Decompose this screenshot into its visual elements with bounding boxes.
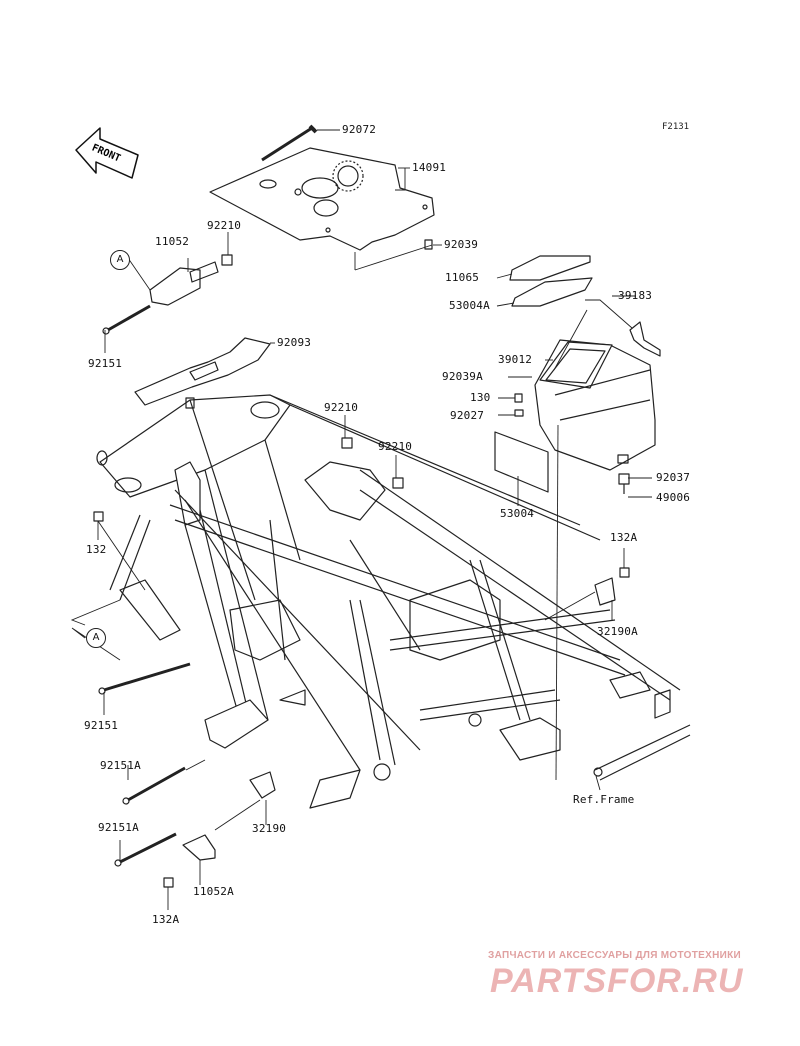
- label-132A-bottom: 132A: [152, 913, 180, 926]
- label-11052: 11052: [155, 235, 190, 248]
- watermark-logo: PARTSFOR.RU: [490, 962, 744, 1000]
- leader-lines: [70, 129, 652, 910]
- battery-box-39012: [534, 339, 656, 471]
- label-92027: 92027: [450, 409, 485, 422]
- label-92151A-b: 92151A: [98, 821, 139, 834]
- label-11052A: 11052A: [193, 885, 234, 898]
- clip-39183: [629, 321, 661, 357]
- label-32190A: 32190A: [597, 625, 638, 638]
- nut-132A-bottom: [163, 877, 174, 888]
- nut-130: [514, 393, 523, 403]
- bolt-92072: [261, 124, 318, 162]
- bracket-11052A: [182, 834, 216, 861]
- bracket-32190A: [594, 567, 630, 606]
- nut-132: [93, 511, 104, 522]
- bolt-92151-mid: [98, 662, 191, 695]
- pad-53004A: [511, 277, 593, 307]
- pad-11065: [509, 255, 591, 281]
- front-arrow-icon: [75, 127, 139, 179]
- plate-32190: [249, 771, 276, 799]
- nut-92210-b: [341, 437, 353, 449]
- washer-92027: [514, 409, 524, 417]
- label-14091: 14091: [412, 161, 447, 174]
- label-92210-a: 92210: [207, 219, 242, 232]
- pad-53004: [494, 431, 549, 493]
- label-49006: 49006: [656, 491, 691, 504]
- label-11065: 11065: [445, 271, 480, 284]
- frame: [96, 394, 691, 809]
- label-92210-c: 92210: [378, 440, 413, 453]
- callout-a-bottom: A: [86, 628, 106, 648]
- label-92151-mid: 92151: [84, 719, 119, 732]
- label-92210-b: 92210: [324, 401, 359, 414]
- label-130: 130: [470, 391, 491, 404]
- bolt-92151-top: [102, 304, 151, 335]
- label-92039: 92039: [444, 238, 479, 251]
- label-92039A: 92039A: [442, 370, 483, 383]
- ref-frame-label: Ref.Frame: [573, 793, 635, 806]
- label-39183: 39183: [618, 289, 653, 302]
- label-92072: 92072: [342, 123, 377, 136]
- nut-92039: [424, 239, 433, 250]
- bolt-92151A-b: [114, 832, 177, 867]
- label-92151-top: 92151: [88, 357, 123, 370]
- bolt-92151A-a: [122, 766, 186, 805]
- label-53004A: 53004A: [449, 299, 490, 312]
- label-132: 132: [86, 543, 107, 556]
- label-92093: 92093: [277, 336, 312, 349]
- nut-92210-c: [392, 477, 404, 489]
- figure-code: F2131: [662, 122, 690, 132]
- label-92151A-a: 92151A: [100, 759, 141, 772]
- label-53004: 53004: [500, 507, 535, 520]
- bracket-92093: [134, 337, 271, 406]
- watermark-tagline: ЗАПЧАСТИ И АКСЕССУАРЫ ДЛЯ МОТОТЕХНИКИ: [488, 950, 741, 961]
- label-92037: 92037: [656, 471, 691, 484]
- label-132A-top: 132A: [610, 531, 638, 544]
- skid-plate-14091: [209, 147, 435, 251]
- label-39012: 39012: [498, 353, 533, 366]
- bracket-11052: [149, 254, 233, 306]
- part-49006: [618, 473, 630, 494]
- label-32190: 32190: [252, 822, 287, 835]
- callout-a-top: A: [110, 250, 130, 270]
